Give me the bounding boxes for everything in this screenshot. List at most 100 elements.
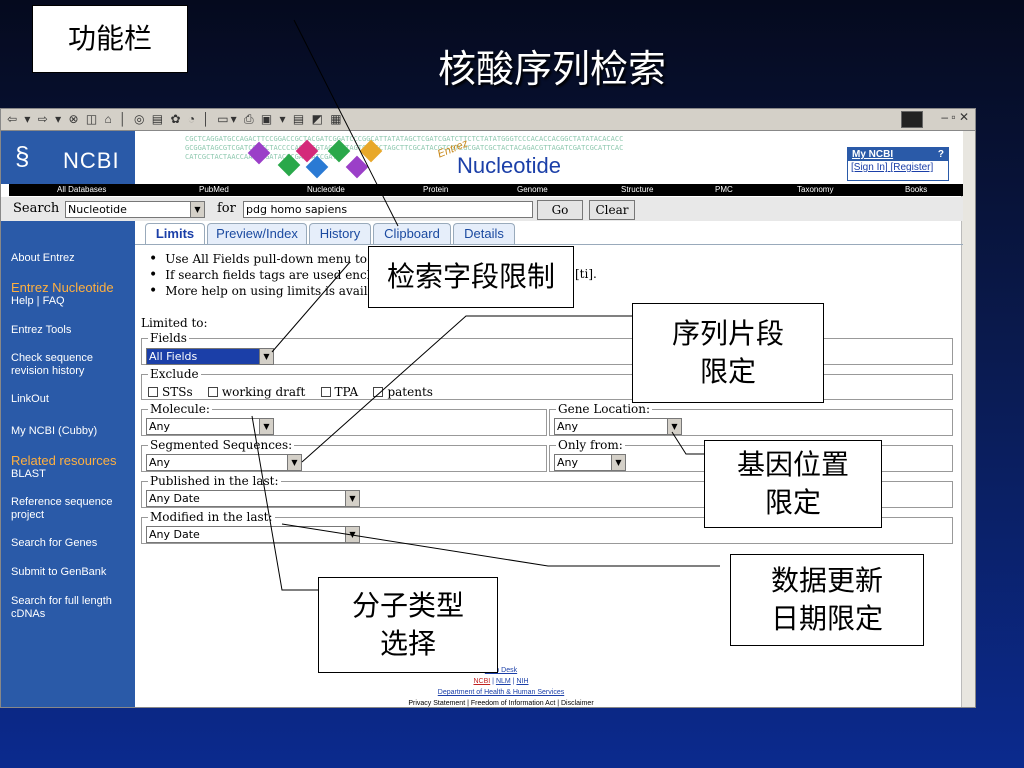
nav-structure[interactable]: Structure [621, 185, 654, 194]
help-icon[interactable]: ? [937, 149, 944, 160]
callout-molecule-type: 分子类型 选择 [318, 577, 498, 673]
sidebar-item-refseq[interactable]: Reference sequence project [11, 496, 113, 521]
chevron-down-icon[interactable]: ▼ [611, 455, 625, 470]
checkbox-sts[interactable] [148, 387, 158, 397]
chevron-down-icon[interactable]: ▼ [345, 491, 359, 506]
limited-to-label: Limited to: [141, 316, 208, 330]
sidebar-item-linkout[interactable]: LinkOut [11, 393, 49, 405]
gene-location-group: Gene Location: Any ▼ [549, 402, 953, 436]
only-from-legend: Only from: [556, 438, 625, 452]
sidebar-item-check-history[interactable]: Check sequence revision history [11, 352, 93, 377]
callout-text: 限定 [699, 355, 756, 388]
nav-pmc[interactable]: PMC [715, 185, 733, 194]
tab-limits[interactable]: Limits [145, 223, 205, 245]
nav-all-databases[interactable]: All Databases [57, 185, 107, 194]
nav-genome[interactable]: Genome [517, 185, 548, 194]
sidebar-item-full-length[interactable]: Search for full length cDNAs [11, 595, 112, 620]
chevron-down-icon[interactable]: ▼ [259, 349, 273, 364]
nav-pubmed[interactable]: PubMed [199, 185, 229, 194]
sidebar: About Entrez Entrez Nucleotide Help | FA… [1, 221, 135, 707]
chevron-down-icon[interactable]: ▼ [345, 527, 359, 542]
fields-select-value: All Fields [149, 350, 198, 363]
molecule-select[interactable]: Any ▼ [146, 418, 274, 435]
sidebar-item-about[interactable]: About Entrez [11, 252, 75, 264]
nav-taxonomy[interactable]: Taxonomy [797, 185, 834, 194]
bullet-item: Use All Fields pull-down menu to [149, 251, 375, 267]
chevron-down-icon[interactable]: ▼ [190, 202, 204, 217]
tab-history[interactable]: History [309, 223, 371, 245]
for-label: for [217, 201, 236, 216]
bullet-item: More help on using limits is availa [149, 283, 374, 299]
my-ncbi-box: My NCBI? [Sign In] [Register] [847, 147, 949, 181]
clear-button[interactable]: Clear [589, 200, 635, 220]
only-from-select[interactable]: Any ▼ [554, 454, 626, 471]
nav-protein[interactable]: Protein [423, 185, 449, 194]
callout-text: 序列片段 [671, 317, 784, 350]
sidebar-item-submit[interactable]: Submit to GenBank [11, 566, 107, 578]
tab-preview-index[interactable]: Preview/Index [207, 223, 307, 245]
database-navbar: All Databases PubMed Nucleotide Protein … [9, 184, 963, 196]
tab-clipboard[interactable]: Clipboard [373, 223, 451, 245]
segmented-select-value: Any [149, 456, 171, 469]
footer-nlm-link[interactable]: NLM [495, 678, 511, 685]
modified-select[interactable]: Any Date ▼ [146, 526, 360, 543]
go-button[interactable]: Go [537, 200, 583, 220]
my-ncbi-header[interactable]: My NCBI? [848, 148, 948, 161]
page-footer: Help Desk NCBI | NLM | NIH Department of… [361, 665, 641, 707]
nav-nucleotide[interactable]: Nucleotide [307, 185, 345, 194]
bullet-item: If search fields tags are used encl [149, 267, 375, 283]
molecule-group: Molecule: Any ▼ [141, 402, 547, 436]
ncbi-logo[interactable]: § NCBI [1, 131, 135, 184]
checkbox-working-draft[interactable] [207, 387, 218, 397]
fields-select[interactable]: All Fields ▼ [146, 348, 274, 365]
my-ncbi-link[interactable]: My NCBI [852, 149, 894, 160]
search-input[interactable]: pdg homo sapiens [243, 201, 533, 218]
sidebar-item-tools[interactable]: Entrez Tools [11, 324, 72, 336]
slide-title: 核酸序列检索 [437, 47, 666, 91]
help-desk-link[interactable]: Help Desk [484, 667, 518, 674]
gene-location-select-value: Any [557, 420, 579, 433]
nucleotide-banner: CGCTCAGGATGCCAGACTTCCGGACCGCTACGATCGGATC… [135, 131, 963, 184]
footer-nih-link[interactable]: NIH [516, 678, 529, 685]
toolbar-icons[interactable]: ⇦ ▾ ⇨ ▾ ⊗ ◫ ⌂ │ ◎ ▤ ✿ ◔ │ ▭▾ ⎙ ▣ ▾ ▤ ◩ ▦ [7, 112, 344, 126]
callout-sequence-limit: 序列片段 限定 [632, 303, 824, 403]
callout-text: 检索字段限制 [386, 260, 555, 293]
exclude-group: Exclude STSs working draft TPA patents [141, 367, 953, 400]
exclude-label: working draft [221, 385, 306, 399]
footer-dept-link[interactable]: Department of Health & Human Services [437, 689, 565, 696]
checkbox-tpa[interactable] [320, 387, 331, 397]
chevron-down-icon[interactable]: ▼ [287, 455, 301, 470]
exclude-options: STSs working draft TPA patents [148, 385, 433, 399]
chevron-down-icon[interactable]: ▼ [259, 419, 273, 434]
gene-location-legend: Gene Location: [556, 402, 653, 416]
database-select[interactable]: Nucleotide ▼ [65, 201, 205, 218]
help-bullets: Use All Fields pull-down menu to If sear… [149, 251, 375, 299]
window-controls[interactable]: – ▫ ✕ [941, 110, 969, 124]
published-select[interactable]: Any Date ▼ [146, 490, 360, 507]
chevron-down-icon[interactable]: ▼ [667, 419, 681, 434]
sign-in-link[interactable]: [Sign In] [851, 162, 888, 173]
database-select-value: Nucleotide [68, 203, 127, 216]
nav-books[interactable]: Books [905, 185, 928, 194]
sidebar-item-search-genes[interactable]: Search for Genes [11, 537, 98, 549]
segmented-select[interactable]: Any ▼ [146, 454, 302, 471]
footer-ncbi-link[interactable]: NCBI [473, 678, 491, 685]
ncbi-logo-text: NCBI [63, 148, 120, 173]
segmented-legend: Segmented Sequences: [148, 438, 295, 452]
sidebar-item-help-faq[interactable]: Help | FAQ [11, 295, 65, 307]
vertical-scrollbar[interactable] [961, 131, 975, 707]
footer-privacy-links[interactable]: Privacy Statement | Freedom of Informati… [408, 700, 594, 707]
tab-details[interactable]: Details [453, 223, 515, 245]
sidebar-item-my-ncbi[interactable]: My NCBI (Cubby) [11, 425, 98, 437]
sidebar-item-entrez-nucleotide[interactable]: Entrez Nucleotide [11, 280, 114, 295]
sidebar-item-related[interactable]: Related resources [11, 453, 117, 468]
molecule-legend: Molecule: [148, 402, 212, 416]
gene-location-select[interactable]: Any ▼ [554, 418, 682, 435]
checkbox-patents[interactable] [373, 387, 384, 397]
fields-legend: Fields [148, 331, 189, 345]
register-link[interactable]: [Register] [890, 162, 934, 173]
callout-toolbar: 功能栏 [32, 5, 188, 73]
sidebar-item-blast[interactable]: BLAST [11, 468, 46, 480]
callout-gene-location: 基因位置 限定 [704, 440, 882, 528]
